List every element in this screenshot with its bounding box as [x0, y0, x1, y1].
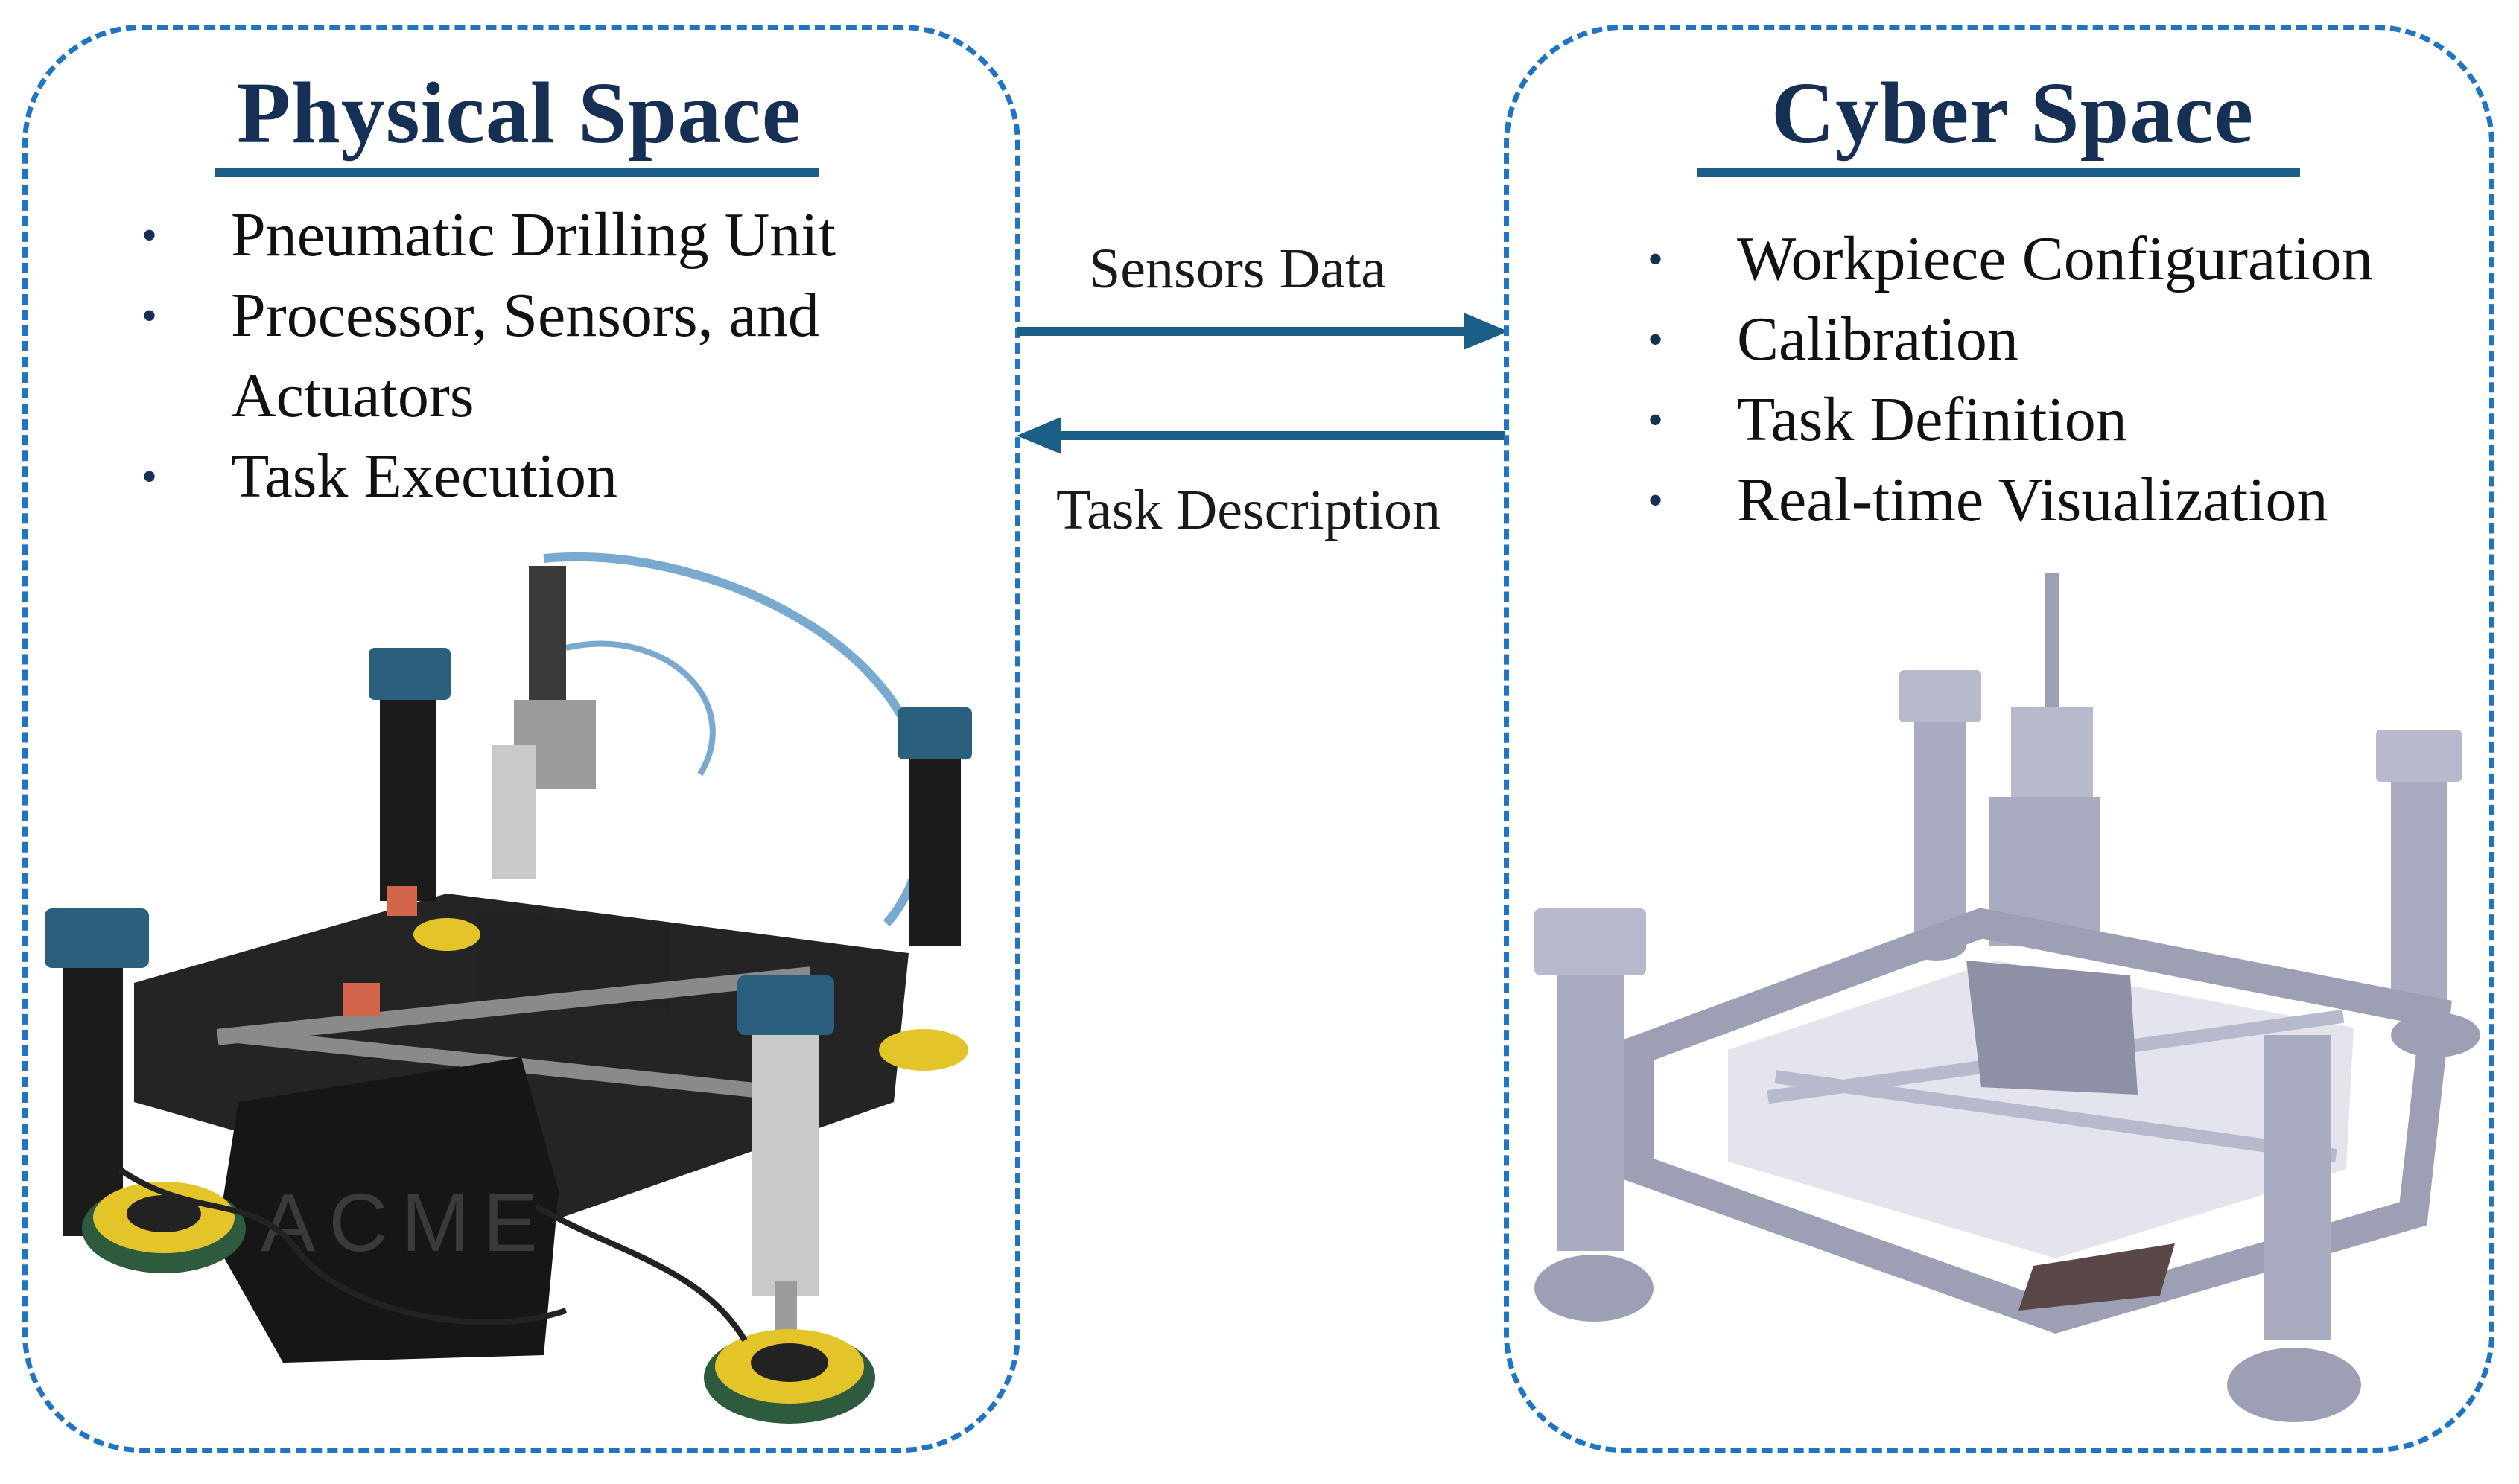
cable [117, 1166, 568, 1325]
cad-actuator-cap [1534, 908, 1646, 975]
physical-item-text: Pneumatic Drilling Unit [231, 200, 836, 270]
coupler [343, 983, 380, 1016]
cyber-item-text: Calibration [1737, 305, 2018, 374]
cad-foot [1534, 1255, 1654, 1322]
cyber-bullet-item: • Calibration [1648, 299, 2373, 380]
linear-actuator [752, 998, 819, 1296]
cyber-bullet-item: • Task Definition [1648, 380, 2373, 460]
physical-item-text: Task Execution [231, 442, 617, 511]
battery-enclosure [216, 1057, 559, 1363]
coupler [387, 886, 417, 916]
cad-frame [1624, 908, 2452, 1334]
actuator-cap [737, 975, 834, 1035]
cad-guide-rail [1774, 1070, 2337, 1162]
physical-title-underline [215, 168, 819, 177]
cad-actuator [2391, 745, 2447, 1013]
cyber-item-text: Task Definition [1737, 385, 2127, 454]
cyber-bullet-item: • Real-time Visualization [1648, 460, 2373, 541]
physical-item-text: Processor, Sensors, and [231, 281, 819, 350]
actuator-cap [898, 707, 972, 759]
bullet-icon: • [142, 211, 158, 260]
cyber-title-underline [1697, 168, 2300, 177]
bullet-icon: • [1648, 235, 1664, 284]
physical-bullet-item: • Processor, Sensors, and Actuators [142, 276, 836, 436]
arrow-right-head-icon [1464, 313, 1508, 350]
physical-item-text-continued: Actuators [231, 361, 474, 430]
sensors-data-label: Sensors Data [1089, 238, 1386, 300]
physical-bullet-item: • Task Execution [142, 436, 836, 517]
bullet-icon: • [142, 452, 158, 501]
actuator-cap [369, 648, 451, 700]
cad-carriage [1966, 961, 2138, 1095]
cad-actuator [1914, 685, 1966, 938]
cad-workpiece [2018, 1243, 2175, 1311]
physical-robot-photo: ACME [45, 552, 972, 1424]
acme-label: ACME [261, 1177, 551, 1269]
actuator-cap [45, 908, 149, 968]
cyber-bullet-item: • Workpiece Configuration [1648, 219, 2373, 299]
data-flow-arrows [1017, 313, 1508, 454]
cad-actuator-cap [2376, 730, 2462, 782]
cad-drill-cylinder [2011, 707, 2093, 812]
arrow-left-head-icon [1017, 417, 1061, 454]
cyber-item-text: Real-time Visualization [1737, 465, 2328, 535]
physical-space-panel [22, 25, 1020, 1453]
cyber-robot-render [1534, 573, 2480, 1422]
cable [534, 1203, 748, 1343]
bullet-icon: • [142, 291, 158, 340]
suction-cup-center [751, 1343, 828, 1382]
cad-foot [2391, 1013, 2480, 1057]
guide-rail [217, 966, 812, 1045]
cyber-space-panel [1504, 25, 2494, 1453]
air-hose [565, 640, 716, 777]
cad-foot [1907, 931, 1966, 961]
task-description-label: Task Description [1056, 479, 1441, 541]
bullet-icon: • [1648, 315, 1664, 364]
suction-cup-center [127, 1195, 201, 1232]
cad-actuator [2264, 1035, 2331, 1340]
air-hose [543, 552, 930, 927]
physical-bullet-list: • Pneumatic Drilling Unit • Processor, S… [142, 195, 836, 517]
bullet-icon: • [1648, 395, 1664, 445]
drill-body [492, 745, 536, 879]
cyber-bullet-list: • Workpiece Configuration • Calibration … [1648, 219, 2373, 541]
physical-bullet-item: • Pneumatic Drilling Unit [142, 195, 836, 276]
cad-actuator-cap [1899, 670, 1981, 722]
suction-cup [879, 1029, 968, 1071]
linear-actuator [63, 923, 123, 1236]
cyber-item-text: Workpiece Configuration [1737, 224, 2373, 293]
suction-cup [413, 918, 480, 951]
cad-foot [2227, 1348, 2361, 1422]
bullet-icon: • [1648, 476, 1664, 525]
cyber-space-title: Cyber Space [1771, 64, 2254, 162]
cad-actuator [1557, 931, 1624, 1251]
physical-space-title: Physical Space [237, 64, 802, 162]
